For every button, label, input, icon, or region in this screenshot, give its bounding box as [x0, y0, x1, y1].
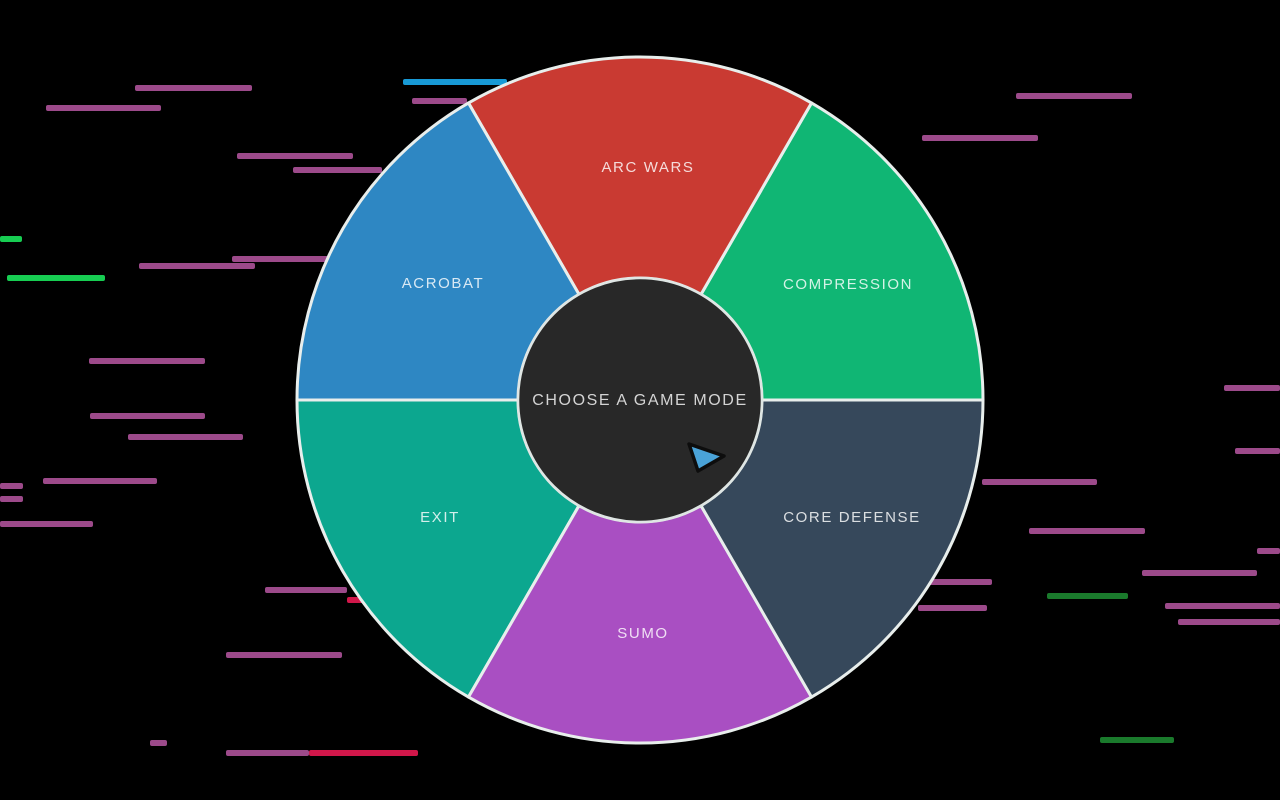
- light-streak: [905, 579, 992, 585]
- wheel-hub-title: CHOOSE A GAME MODE: [532, 392, 748, 409]
- light-streak: [139, 263, 255, 269]
- light-streak: [293, 167, 382, 173]
- light-streak: [0, 483, 23, 489]
- light-streak: [918, 605, 987, 611]
- light-streak: [226, 652, 342, 658]
- light-streak: [1257, 548, 1280, 554]
- light-streak: [1047, 593, 1128, 599]
- light-streak: [1178, 619, 1280, 625]
- light-streak: [1016, 93, 1132, 99]
- light-streak: [7, 275, 105, 281]
- light-streak: [1224, 385, 1280, 391]
- light-streak: [89, 358, 205, 364]
- light-streak: [226, 750, 309, 756]
- light-streak: [237, 153, 353, 159]
- light-streak: [265, 587, 347, 593]
- light-streak: [90, 413, 205, 419]
- light-streak: [922, 135, 1038, 141]
- light-streak: [412, 98, 467, 104]
- light-streak: [1235, 448, 1280, 454]
- light-streak: [150, 740, 167, 746]
- light-streak: [0, 521, 93, 527]
- light-streak: [309, 750, 418, 756]
- light-streak: [43, 478, 157, 484]
- light-streak: [982, 479, 1097, 485]
- light-streak: [347, 597, 363, 603]
- light-streak: [135, 85, 252, 91]
- light-streak: [232, 256, 345, 262]
- light-streak: [1100, 737, 1174, 743]
- light-streak: [46, 105, 161, 111]
- light-streak: [0, 236, 22, 242]
- light-streak: [1165, 603, 1280, 609]
- light-streak: [1029, 528, 1145, 534]
- light-streak: [1142, 570, 1257, 576]
- light-streak: [0, 496, 23, 502]
- light-streak: [128, 434, 243, 440]
- light-streak: [403, 79, 507, 85]
